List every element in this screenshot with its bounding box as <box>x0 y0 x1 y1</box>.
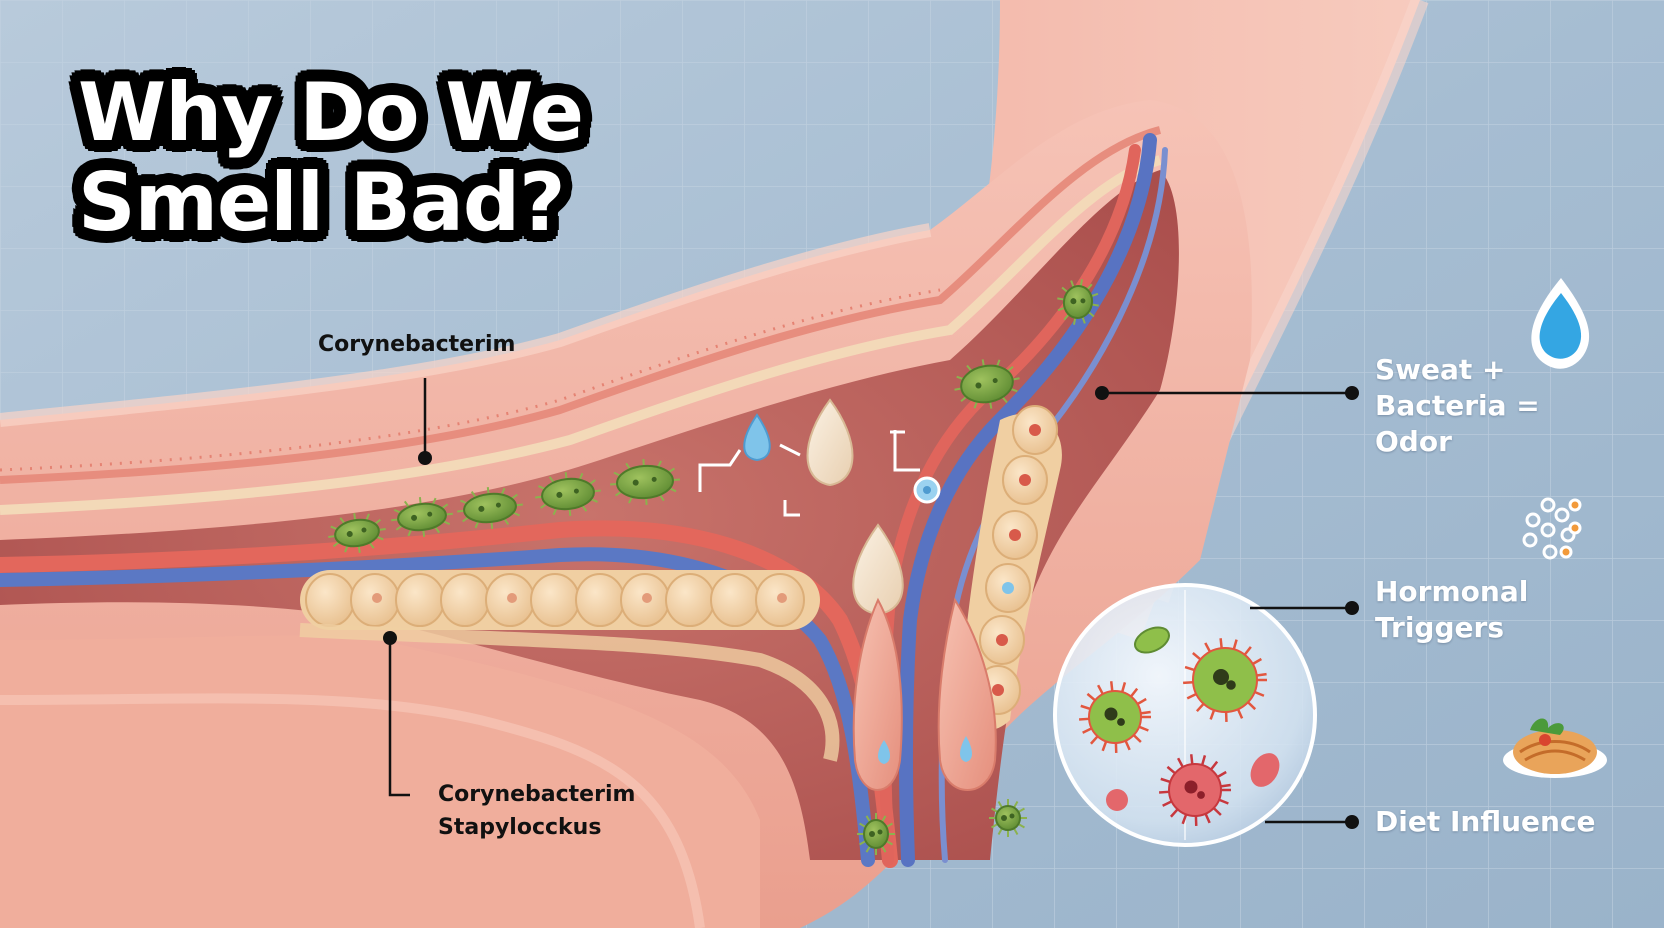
fat-cell <box>710 573 760 627</box>
bacterium <box>857 813 895 855</box>
page-title: Why Do We Smell Bad? <box>78 68 638 248</box>
molecule-diagram <box>698 430 920 517</box>
label-hormonal-line-1: Hormonal <box>1375 575 1529 608</box>
bacterium <box>391 497 453 537</box>
sweat-gland-right <box>937 597 997 791</box>
fat-cell <box>395 573 445 627</box>
fat-cell <box>992 510 1038 560</box>
food-plate-icon <box>1503 718 1607 778</box>
title-line-1: Why Do We <box>78 66 584 159</box>
label-corynebacterium-bottom: Corynebacterim <box>438 782 636 807</box>
small-water-drop <box>743 413 771 462</box>
fat-cell <box>575 573 625 627</box>
fat-cell <box>530 573 580 627</box>
label-staphylococcus: Stapylocckus <box>438 815 602 840</box>
bacterium <box>328 513 386 553</box>
fat-cell <box>755 573 805 627</box>
fat-cell <box>979 615 1025 665</box>
sweat-gland-left <box>852 597 903 791</box>
callout-lines <box>388 378 1352 824</box>
bacterium <box>1079 681 1151 754</box>
label-sweat-line-3: Odor <box>1375 425 1452 458</box>
molecule-cluster-icon <box>1522 497 1582 560</box>
bacterium <box>1057 279 1099 325</box>
label-corynebacterium-top: Corynebacterim <box>318 332 516 357</box>
fat-cell <box>350 573 400 627</box>
fat-cell <box>985 563 1031 613</box>
label-diet-influence: Diet Influence <box>1375 805 1596 838</box>
bacterium <box>954 359 1020 409</box>
blue-vessel <box>898 133 1157 867</box>
bacterium <box>535 472 601 516</box>
bacterium <box>610 458 680 506</box>
label-sweat-line-2: Bacteria = <box>1375 389 1540 422</box>
fat-cell <box>305 573 355 627</box>
fat-cell <box>665 573 715 627</box>
title-line-2: Smell Bad? <box>78 156 566 249</box>
fat-cell <box>440 573 490 627</box>
fat-cell <box>620 573 670 627</box>
bacterium <box>1183 638 1267 723</box>
fat-cell <box>1012 405 1058 455</box>
bacterium <box>1159 754 1231 827</box>
bacterium <box>457 487 523 529</box>
fat-cell <box>1002 455 1048 505</box>
label-hormonal-line-2: Triggers <box>1375 611 1504 644</box>
water-drop-icon <box>1531 278 1590 369</box>
label-sweat-line-1: Sweat + <box>1375 353 1506 386</box>
fat-cell <box>485 573 535 627</box>
sebum-droplet-1 <box>806 398 854 487</box>
bacterium <box>1134 626 1170 654</box>
bacterium <box>989 799 1027 837</box>
